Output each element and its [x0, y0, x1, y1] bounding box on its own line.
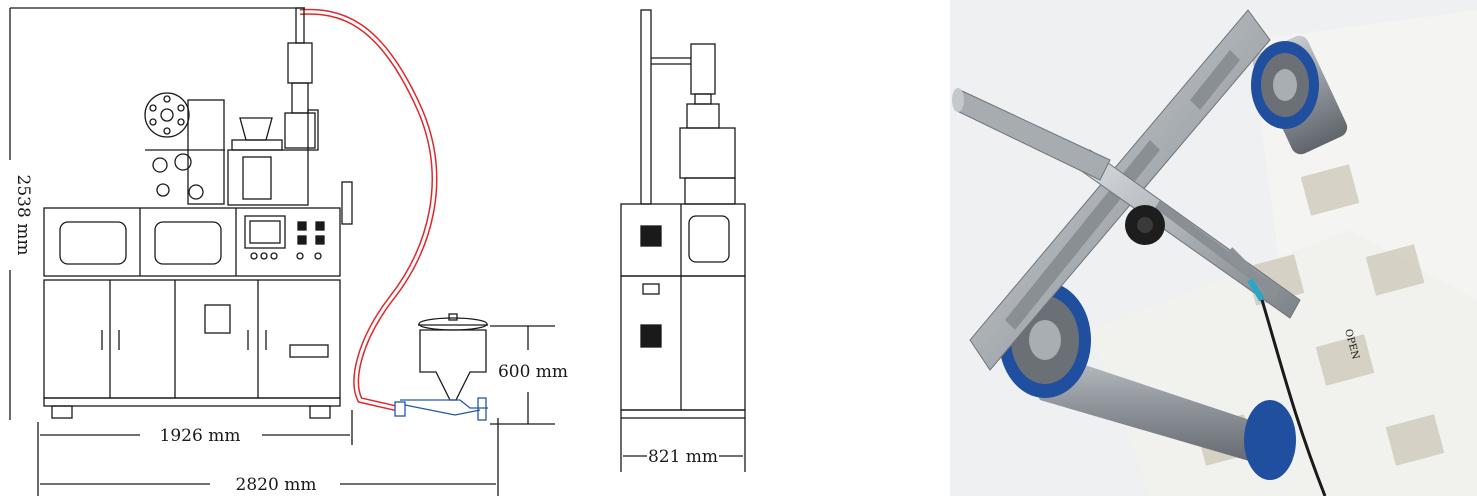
clamp-knob [1125, 205, 1165, 245]
hose [299, 8, 438, 411]
dosing-unit [227, 149, 309, 206]
sensor [1225, 247, 1251, 273]
lower-roller [999, 282, 1296, 480]
side-feeder [690, 43, 716, 95]
window-left [59, 221, 127, 265]
side-window [688, 215, 730, 263]
front-view-drawing: 2538 mm 1926 mm 2820 mm 600 mm [0, 0, 585, 496]
photo-svg: OPEN [950, 0, 1477, 496]
adjustment-bracket [969, 9, 1301, 371]
vacuum-hopper [394, 313, 488, 421]
side-cabinet-upper [620, 203, 746, 277]
screw-feeder [287, 42, 313, 84]
window-mid [154, 221, 222, 265]
side-cabinet-lower [620, 275, 746, 411]
roller-assembly-photo: OPEN [950, 0, 1477, 496]
printer-slot [289, 344, 329, 358]
sensor-cable-connector [1247, 278, 1265, 302]
total-width-label: 2820 mm [236, 475, 317, 495]
side-column [640, 9, 652, 205]
sensor-cable [1260, 299, 1327, 496]
side-dosing-unit [679, 127, 736, 179]
machine-base [43, 397, 341, 407]
width-label: 1926 mm [160, 426, 241, 446]
height-label: 2538 mm [13, 175, 33, 256]
label-unit [187, 99, 225, 205]
hmi-screen [244, 215, 286, 249]
upper-roller [1251, 35, 1348, 155]
hopper-height-label: 600 mm [498, 362, 568, 382]
depth-label: 821 mm [648, 447, 718, 467]
front-view-svg: 2538 mm 1926 mm 2820 mm 600 mm [9, 7, 568, 496]
side-view-drawing: 821 mm [585, 0, 785, 496]
cabinet-upper [43, 207, 341, 277]
label-reel [144, 92, 190, 138]
side-view-svg: 821 mm [620, 9, 746, 472]
cabinet-lower [43, 279, 341, 399]
dosing-bucket [239, 117, 273, 141]
control-panel-box [204, 304, 231, 334]
